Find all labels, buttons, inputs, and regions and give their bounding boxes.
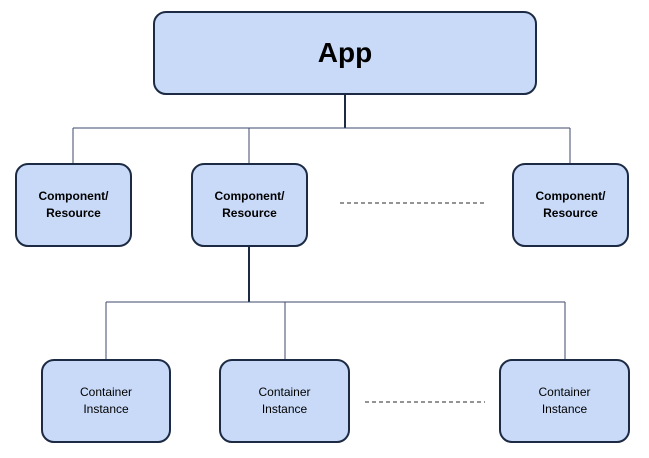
component-node-1: Component/ Resource (15, 163, 132, 247)
container-node-label: Container Instance (538, 385, 591, 416)
app-node-label: App (317, 37, 373, 68)
container-node-2: Container Instance (219, 359, 350, 443)
app-node: App (153, 11, 537, 95)
component-node-2: Component/ Resource (191, 163, 308, 247)
component-node-3: Component/ Resource (512, 163, 629, 247)
component-node-label: Component/ Resource (214, 189, 285, 220)
container-node-1: Container Instance (41, 359, 171, 443)
container-node-label: Container Instance (79, 385, 133, 416)
container-node-label: Container Instance (258, 385, 311, 416)
component-node-label: Component/ Resource (38, 189, 109, 220)
component-node-label: Component/ Resource (535, 189, 606, 220)
container-node-3: Container Instance (499, 359, 630, 443)
